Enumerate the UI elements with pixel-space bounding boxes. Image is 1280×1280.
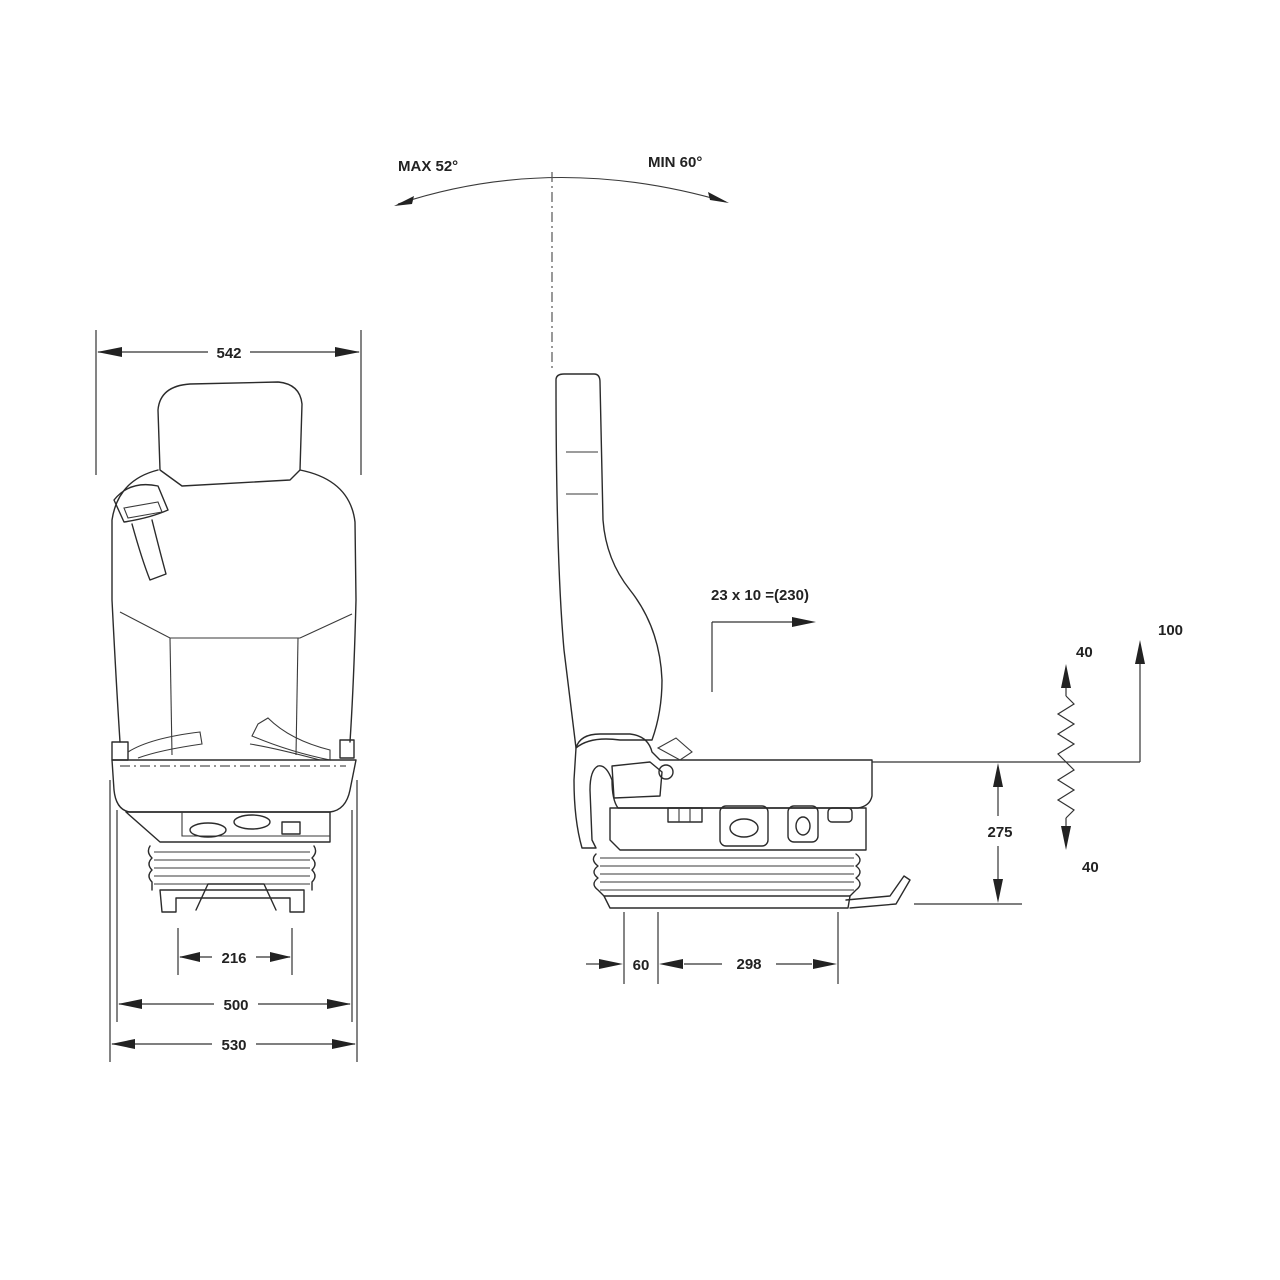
side-view-seat bbox=[555, 373, 911, 909]
dim-outer-base-width: 530 bbox=[221, 1037, 246, 1054]
seat-height-label: 275 bbox=[987, 824, 1012, 841]
suspension-up-label: 40 bbox=[1076, 644, 1093, 661]
dim-mounting-width: 216 bbox=[221, 950, 246, 967]
suspension-down-label: 40 bbox=[1082, 859, 1099, 876]
vertical-travel-label: 100 bbox=[1158, 622, 1183, 639]
recline-max-label: MAX 52° bbox=[398, 158, 458, 175]
rail-length-label: 298 bbox=[736, 956, 761, 973]
front-view-dimensions: 542 216 500 530 bbox=[95, 330, 362, 1062]
front-offset-label: 60 bbox=[633, 957, 650, 974]
dim-overall-width: 542 bbox=[216, 345, 241, 362]
side-view-dimensions: 23 x 10 =(230) 100 40 40 275 60 298 bbox=[586, 587, 1183, 984]
front-view-seat bbox=[111, 381, 357, 913]
recline-min-label: MIN 60° bbox=[648, 154, 702, 171]
fore-aft-adjust-label: 23 x 10 =(230) bbox=[711, 587, 809, 604]
recline-angle-indicator: MAX 52° MIN 60° bbox=[394, 154, 729, 370]
dim-inner-base-width: 500 bbox=[223, 997, 248, 1014]
